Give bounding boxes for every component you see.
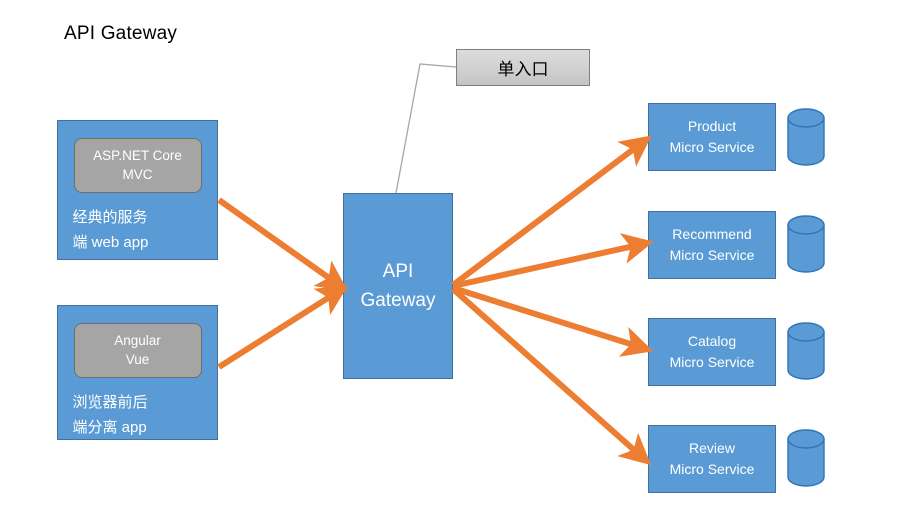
database-cylinder-recommend xyxy=(787,215,825,273)
callout-label: 单入口 xyxy=(497,60,549,79)
client-box-server-side-web-app[interactable]: ASP.NET Core MVC 经典的服务 端 web app xyxy=(57,120,218,260)
micro-service-box-catalog[interactable]: Catalog Micro Service xyxy=(648,318,776,386)
api-gateway-label: API Gateway xyxy=(360,261,436,311)
client-box-spa-browser-app[interactable]: Angular Vue 浏览器前后 端分离 app xyxy=(57,305,218,440)
page-title: API Gateway xyxy=(64,23,178,44)
arrow-gateway-to-catalog xyxy=(452,285,654,357)
micro-service-label-recommend: Recommend Micro Service xyxy=(669,226,755,263)
database-cylinder-review xyxy=(787,429,825,487)
callout-single-entry-point[interactable]: 单入口 xyxy=(456,49,590,86)
api-gateway-box[interactable]: API Gateway xyxy=(343,193,453,379)
tech-chip-angular-vue: Angular Vue xyxy=(73,323,202,378)
arrow-gateway-to-recommend xyxy=(452,233,654,289)
micro-service-box-product[interactable]: Product Micro Service xyxy=(648,103,776,171)
micro-service-box-review[interactable]: Review Micro Service xyxy=(648,425,776,493)
arrow-gateway-to-product xyxy=(451,135,652,288)
database-cylinder-product xyxy=(787,108,825,166)
arrow-gateway-to-review xyxy=(451,286,652,466)
client-description-spa-browser-app: 浏览器前后 端分离 app xyxy=(72,394,148,436)
micro-service-label-review: Review Micro Service xyxy=(669,440,755,477)
micro-service-box-recommend[interactable]: Recommend Micro Service xyxy=(648,211,776,279)
callout-leader-line xyxy=(395,63,457,194)
arrow-server-side-web-app-to-gateway xyxy=(217,197,348,292)
database-cylinder-catalog xyxy=(787,322,825,380)
client-description-server-side-web-app: 经典的服务 端 web app xyxy=(72,209,149,251)
micro-service-label-product: Product Micro Service xyxy=(669,118,755,155)
micro-service-label-catalog: Catalog Micro Service xyxy=(669,333,755,370)
arrow-spa-browser-app-to-gateway xyxy=(217,285,349,370)
tech-chip-aspnet-core-mvc: ASP.NET Core MVC xyxy=(73,138,202,193)
